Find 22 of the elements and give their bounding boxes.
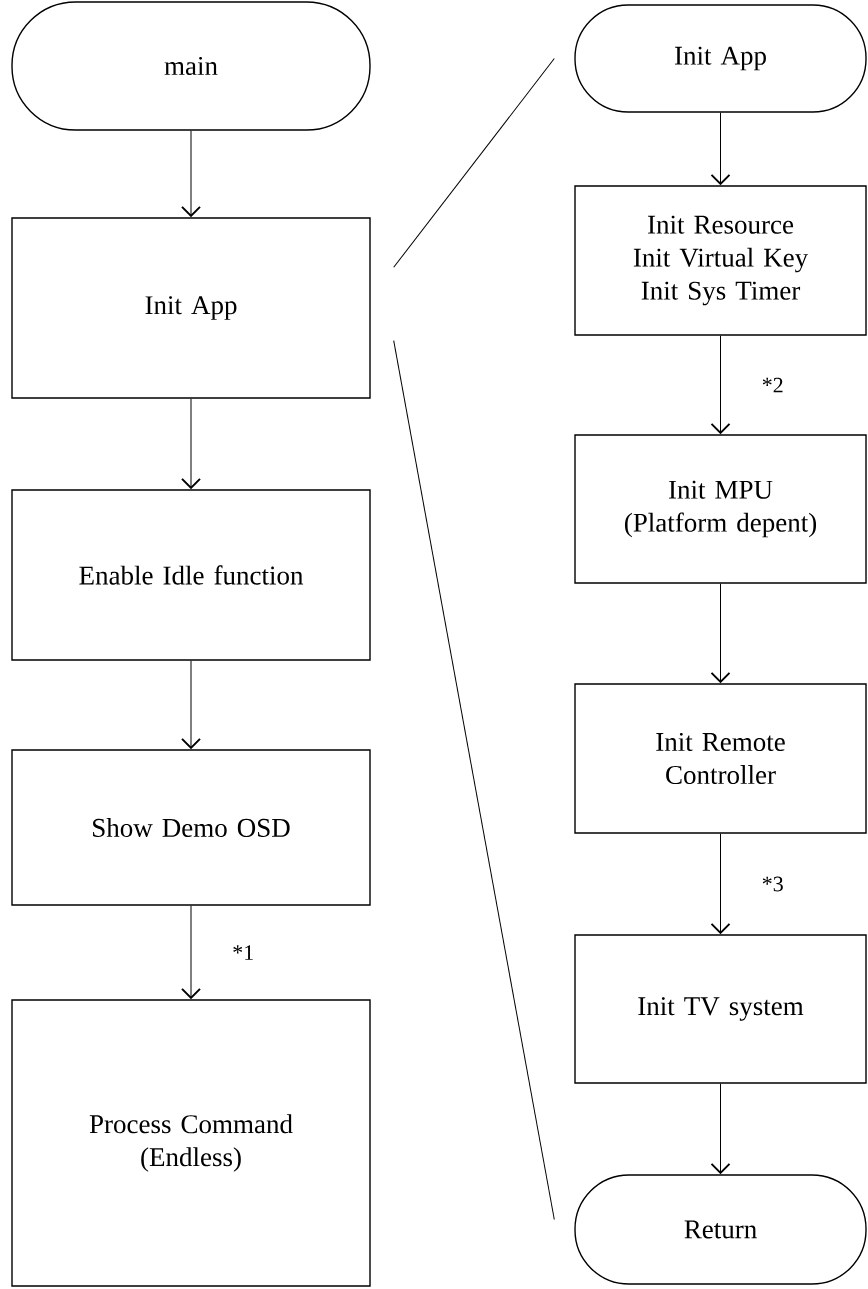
- arrow: [710, 583, 731, 684]
- edge-label: *3: [762, 876, 783, 892]
- process-box: Init Resource Init Virtual Key Init Sys Timer: [574, 185, 867, 336]
- process-box: Enable Idle function: [11, 489, 371, 661]
- process-box: Show Demo OSD: [11, 749, 371, 906]
- edge-label: *1: [233, 945, 253, 960]
- process-box: Init MPU (Platform depent): [574, 434, 867, 584]
- process-box: Process Command (Endless): [11, 999, 371, 1287]
- zoom-line: [393, 58, 555, 268]
- arrow: [710, 112, 731, 186]
- arrow: [181, 398, 201, 490]
- edge-label: *2: [762, 377, 783, 393]
- process-box: Init TV system: [574, 934, 867, 1084]
- process-box: Init Remote Controller: [574, 683, 867, 834]
- arrow: [710, 1083, 731, 1175]
- process-box: Init App: [11, 217, 371, 399]
- arrow: [181, 905, 201, 1000]
- arrow: [181, 130, 201, 218]
- arrow: [710, 335, 731, 435]
- arrow: [181, 660, 201, 750]
- zoom-line: [393, 340, 555, 1220]
- arrow: [710, 833, 731, 935]
